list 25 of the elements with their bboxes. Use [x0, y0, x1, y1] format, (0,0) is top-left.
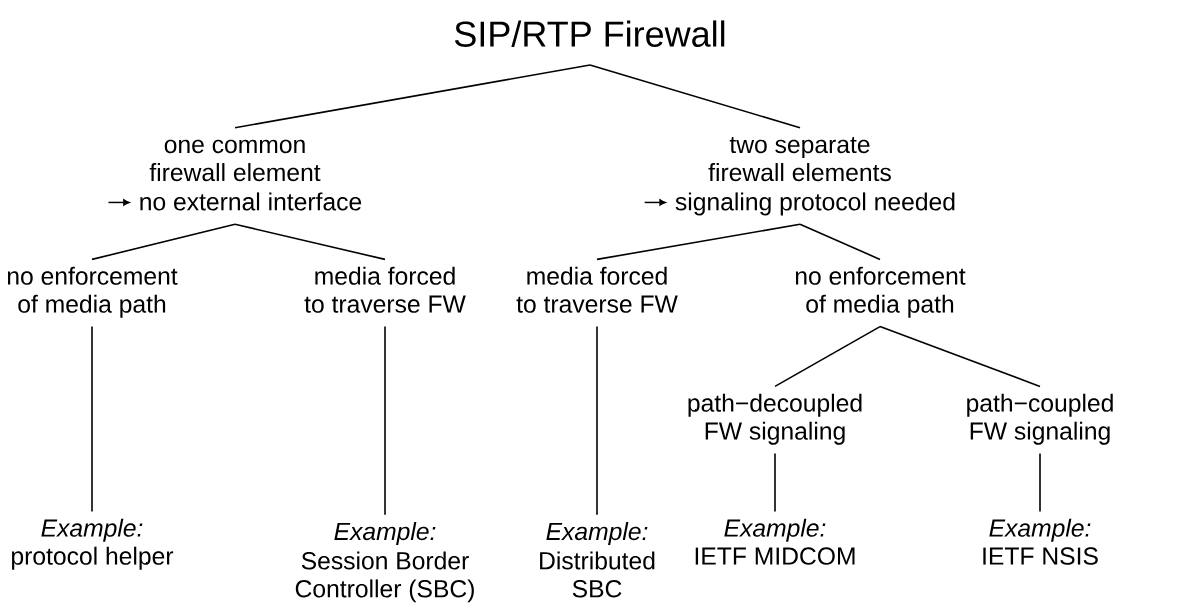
- connector-line: [91, 223, 236, 261]
- connector-line: [596, 325, 598, 516]
- branch-label: path−coupled FW signaling: [967, 393, 1113, 445]
- branch-label: no enforcement of media path: [795, 266, 966, 318]
- connector-line: [91, 325, 93, 513]
- connector-line: [1039, 452, 1041, 513]
- connector-line: [596, 223, 801, 261]
- branch-label: path−decoupled FW signaling: [688, 393, 862, 445]
- branch-label: media forced to traverse FW: [516, 266, 678, 313]
- branch-label: media forced to traverse FW: [304, 266, 466, 313]
- connector-line: [234, 64, 591, 129]
- connector-line: [774, 452, 776, 513]
- example-label: Example: Distributed SBC: [540, 522, 655, 598]
- example-label: Example: IETF MIDCOM: [695, 518, 855, 565]
- connector-line: [589, 64, 801, 129]
- connector-line: [799, 223, 881, 261]
- connector-line: [234, 223, 386, 261]
- title: SIP/RTP Firewall: [454, 20, 725, 47]
- example-label: Example: Session Border Controller (SBC): [295, 522, 474, 603]
- connector-line: [879, 325, 1041, 388]
- connector-line: [774, 325, 881, 388]
- branch-label: no enforcement of media path: [7, 266, 178, 318]
- example-label: Example: IETF NSIS: [983, 518, 1098, 565]
- example-label: Example: protocol helper: [12, 518, 174, 570]
- connector-line: [384, 325, 386, 516]
